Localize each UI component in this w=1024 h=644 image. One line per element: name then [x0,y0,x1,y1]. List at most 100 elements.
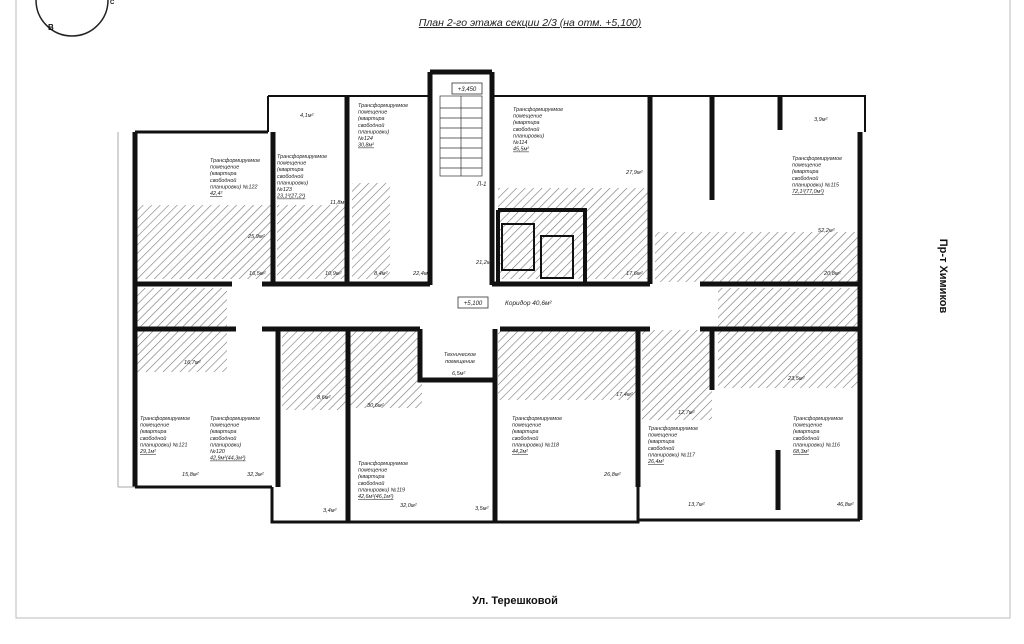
wall-south [135,485,860,524]
room-area-label: 22,4м² [412,271,431,277]
apartment-label-line: планировки) [210,442,241,448]
hatch-zone [655,232,860,282]
apartment-label-line: (квартира [648,439,675,445]
hatch-zone [498,330,638,400]
apartment-label-line: №120 [210,449,225,455]
stair-walls [427,69,495,285]
apartment-label-line: Трансформируемое [513,107,563,113]
tech-room-area: 6,5м² [452,371,465,377]
page-frame [15,0,1011,619]
apartment-label-line: планировки) №119 [358,487,405,493]
room-area-label: 4,1м² [300,113,315,119]
apartment-label-line: свободной [358,122,384,129]
apartment-label-line: свободной [140,435,166,442]
room-area-label: 3,5м² [475,506,490,512]
apartment-label-line: помещение [648,433,677,439]
lift-car [540,235,574,279]
walls [117,69,866,524]
apartment-label-line: Трансформируемое [358,461,408,467]
apartment-label-line: (квартира [512,429,539,435]
apartment-label-line: 42,6м²(46,1м²) [358,494,394,500]
room-area-label: 32,3м² [247,472,265,478]
apartment-label-line: свободной [513,126,539,133]
apartment-label-line: помещение [792,163,821,169]
plan-title: План 2-го этажа секции 2/3 (на отм. +5,1… [419,17,641,29]
room-area-label: 10,9м² [325,271,343,277]
partition [492,329,641,522]
apartment-label-line: (квартира [358,474,385,480]
apartment-label-line: Трансформируемое [210,158,260,164]
room-area-label: 15,8м² [182,472,200,478]
room-area-label: 46,8м² [837,502,855,508]
apartment-label-line: (квартира [513,120,540,126]
apartment-label-line: свободной [648,445,674,452]
room-area-label: 20,8м² [823,271,842,277]
apartment-label-line: свободной [512,435,538,442]
room-area-label: 23,5м² [787,376,806,382]
room-area-label: 17,6м² [626,271,644,277]
apartment-label-line: планировки) №117 [648,452,696,458]
room-area-label: 8,6м² [317,395,332,401]
compass: В С [35,0,115,37]
apartment-label-line: 30,8м² [358,143,374,149]
apartment-label-line: 26,4м² [647,459,664,465]
apartment-label-line: помещение [210,423,239,429]
apartment-label-line: Трансформируемое [277,154,327,160]
apartment-label-line: помещение [512,423,541,429]
room-area-label: 3,9м² [814,117,829,123]
level-stair: +3,450 [458,87,477,93]
compass-label: В [48,23,54,32]
apartment-label-line: помещение [358,468,387,474]
apartment-label-line: №123 [277,187,292,193]
hatch-zone [282,330,350,410]
apartment-label-line: свободной [277,173,303,180]
apartment-label-line: помещение [277,161,306,167]
apartment-label-line: помещение [358,110,387,116]
apartment-label-line: свободной [210,435,236,442]
room-area-label: 26,8м² [603,472,622,478]
compass-arc [35,0,109,37]
stair-label: Л-1 [476,182,486,188]
apartment-label-line: 42,4² [210,191,222,197]
room-area-label: 21,2м² [475,260,494,266]
apartment-label-line: свободной [358,480,384,487]
apartment-label-line: Трансформируемое [210,416,260,422]
apartment-label-line: №114 [513,140,527,146]
apartment-label-line: 68,3м² [793,449,809,455]
apartment-label-line: планировки) [513,133,544,139]
balcony-wall [492,95,866,132]
room-area-label: 32,0м² [400,503,418,509]
apartment-label-line: №124 [358,136,373,142]
room-area-label: 30,6м² [367,403,385,409]
apartment-label-line: Трансформируемое [140,416,190,422]
hatch-zone [137,205,273,279]
apartment-label-line: 42,9м²(44,3м²) [210,456,246,462]
room-area-label: 12,7м² [678,410,696,416]
street-bottom: Ул. Терешковой [472,595,558,607]
apartment-label-line: планировки) №122 [210,184,257,190]
apartment-label-line: Трансформируемое [793,416,843,422]
apartment-label-line: 45,5м² [513,147,529,153]
tech-room-line2: помещение [445,359,475,365]
level-box-corridor [457,296,489,309]
apartment-label-line: помещение [513,114,542,120]
stair [439,95,483,177]
facade-line [117,132,135,488]
partition [709,329,781,510]
apartment-label-line: свободной [793,435,819,442]
room-area-label: 16,7м² [184,360,202,366]
apartment-label-line: (квартира [793,429,820,435]
room-area-label: 8,4м² [374,271,389,277]
lift-car [501,223,535,271]
apartment-label-line: планировки) №116 [793,442,840,448]
